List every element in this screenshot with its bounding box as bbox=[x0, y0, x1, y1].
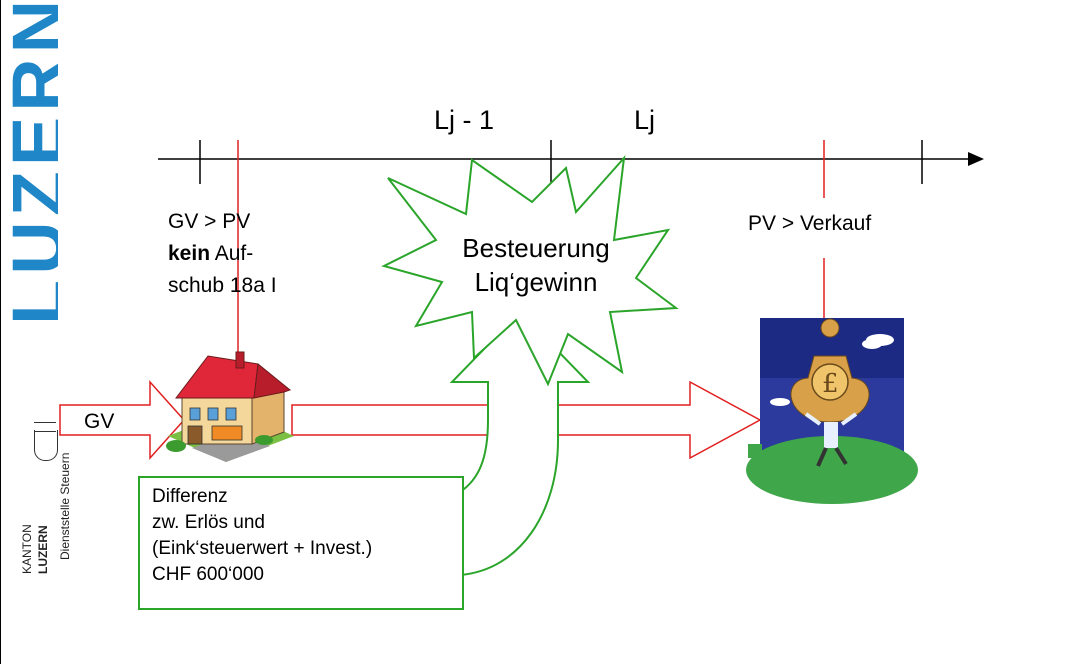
difference-line-4: CHF 600‘000 bbox=[152, 564, 264, 585]
sidebar: LUZERN KANTON LUZERN Dienststelle Steuer… bbox=[0, 0, 72, 664]
house-icon bbox=[166, 351, 294, 462]
canton-seal-icon bbox=[34, 430, 58, 461]
transfer-left-emphasis: kein bbox=[168, 242, 211, 265]
left-border bbox=[0, 0, 1, 664]
difference-line-2: zw. Erlös und bbox=[152, 512, 265, 533]
input-arrow-label: GV bbox=[84, 410, 115, 433]
money-bag-icon bbox=[746, 318, 918, 504]
period-label-current: Lj bbox=[634, 105, 656, 135]
transfer-right-label: PV > Verkauf bbox=[748, 212, 872, 235]
input-arrow bbox=[59, 380, 186, 460]
transfer-left-line2: kein Auf- bbox=[168, 240, 253, 268]
transfer-left-line2-rest: Auf- bbox=[210, 242, 254, 265]
difference-line-1: Differenz bbox=[152, 486, 228, 507]
starburst bbox=[381, 154, 679, 387]
burst-line1: Besteuerung bbox=[462, 233, 610, 263]
timeline-arrowhead bbox=[968, 152, 984, 166]
difference-line-3: (Eink‘steuerwert + Invest.) bbox=[152, 538, 373, 559]
burst-line2: Liq‘gewinn bbox=[474, 267, 598, 297]
transfer-left-line3: schub 18a I bbox=[168, 274, 277, 297]
transfer-left-line1: GV > PV bbox=[168, 210, 251, 233]
canton-seal-lines bbox=[34, 422, 56, 432]
pound-symbol: £ bbox=[822, 369, 839, 399]
difference-box: Differenz zw. Erlös und (Eink‘steuerwert… bbox=[138, 476, 464, 610]
green-curved-arrow bbox=[449, 310, 591, 576]
period-label-prev: Lj - 1 bbox=[434, 105, 495, 135]
